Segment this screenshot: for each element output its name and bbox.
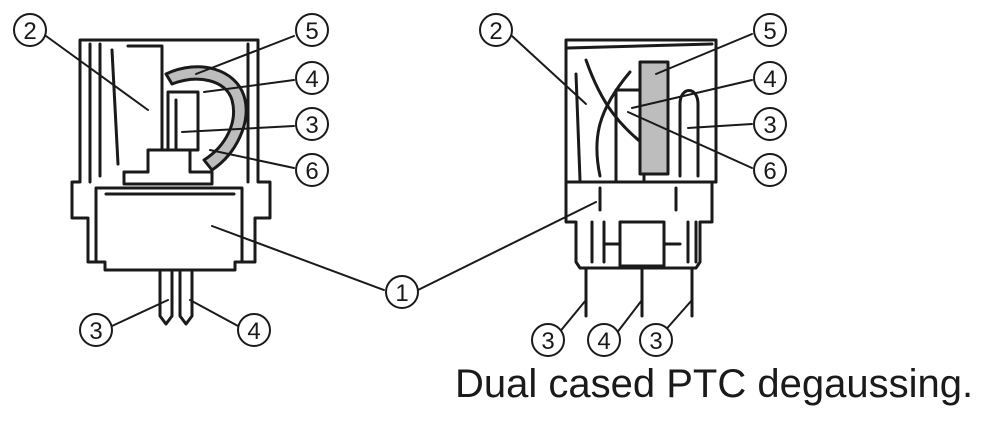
- callout-circle: [479, 13, 513, 47]
- callout-shared-1: 1: [395, 280, 408, 307]
- callout-right-3: 3: [763, 112, 776, 139]
- callout-circle: [531, 323, 565, 357]
- callout-left-4: 4: [305, 66, 318, 93]
- callout-circle: [295, 61, 329, 95]
- left-case-slant: [110, 48, 120, 166]
- callout-circle: [295, 153, 329, 187]
- callout-right-lead-3a: 3: [541, 328, 554, 355]
- left-pin-b: [178, 268, 194, 326]
- right-element-3: [678, 89, 700, 178]
- callout-circle: [753, 61, 787, 95]
- figure-caption: Dual cased PTC degaussing.: [455, 362, 974, 406]
- left-element-2: [126, 44, 164, 152]
- callout-right-6: 6: [763, 158, 776, 185]
- callout-circle: [79, 313, 113, 347]
- callout-circle: [753, 153, 787, 187]
- left-element-4: [166, 90, 200, 152]
- callout-right-lead-4: 4: [597, 328, 610, 355]
- right-element-2: [595, 70, 632, 178]
- right-ptc-pill: [638, 60, 670, 176]
- callout-left-6: 6: [305, 158, 318, 185]
- right-device: [564, 38, 718, 318]
- callout-left-pin-4: 4: [247, 318, 260, 345]
- callout-left-3: 3: [305, 112, 318, 139]
- right-connector: [618, 220, 666, 268]
- callout-left-2: 2: [23, 18, 36, 45]
- left-base: [94, 186, 244, 264]
- right-leads: [584, 266, 694, 318]
- callout-circle: [639, 323, 673, 357]
- right-leaders: [417, 33, 753, 335]
- left-device: [70, 38, 272, 326]
- callout-circle: [237, 313, 271, 347]
- callout-circle: [753, 13, 787, 47]
- callout-left-pin-3: 3: [89, 318, 102, 345]
- callout-circle: [753, 107, 787, 141]
- left-pin-a: [158, 268, 174, 326]
- callout-circle: [295, 107, 329, 141]
- callout-left-5: 5: [305, 18, 318, 45]
- callout-right-lead-3b: 3: [649, 328, 662, 355]
- callout-circle: [295, 13, 329, 47]
- callout-circle: [385, 275, 419, 309]
- callout-right-5: 5: [763, 18, 776, 45]
- right-base-marks: [590, 186, 698, 264]
- left-ptc-strip: [164, 65, 248, 172]
- left-case-outline: [70, 38, 272, 272]
- callout-right-2: 2: [489, 18, 502, 45]
- callout-circle: [587, 323, 621, 357]
- left-stem: [122, 148, 214, 186]
- callout-circle: [13, 13, 47, 47]
- callout-right-4: 4: [763, 66, 776, 93]
- left-leaders: [45, 35, 385, 327]
